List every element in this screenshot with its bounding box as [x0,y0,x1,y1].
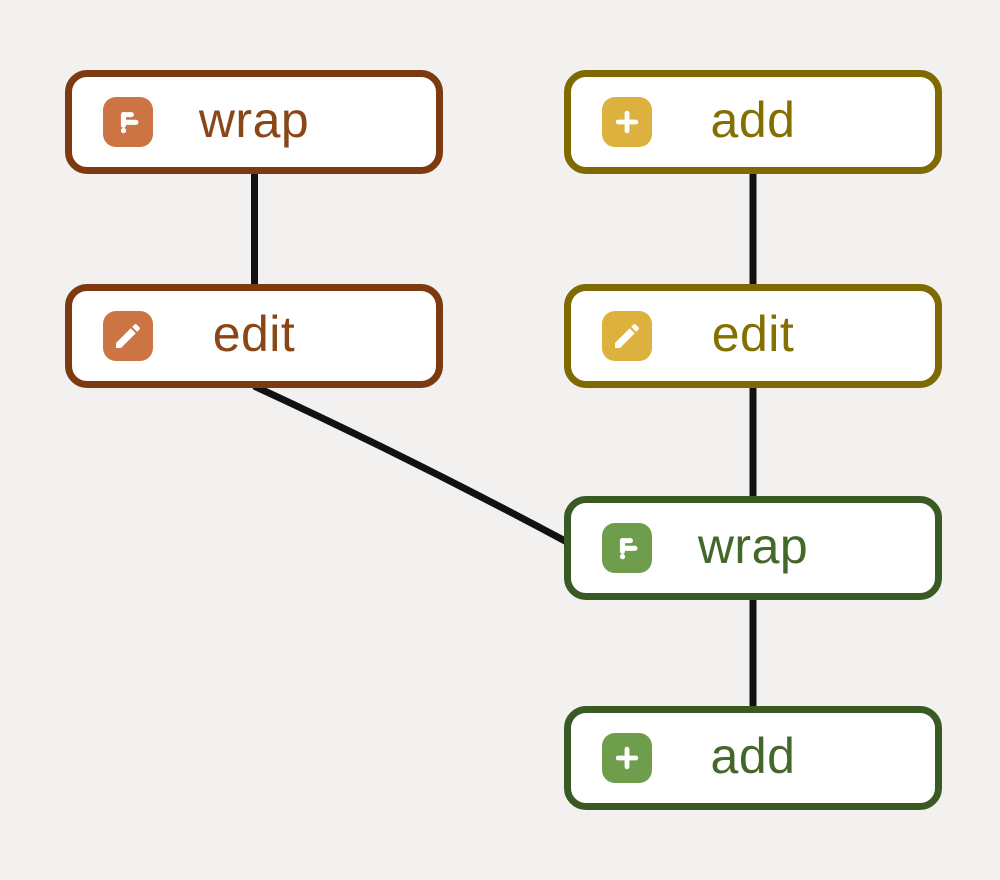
node-label: add [710,728,796,784]
pencil-icon [602,311,652,361]
node-label: add [710,92,796,148]
node-label: wrap [697,518,809,574]
node-label: edit [212,306,296,362]
wrap-icon [602,523,652,573]
node-wrap-1[interactable]: wrap [65,70,443,174]
edge-edit-1-to-wrap-2 [252,382,569,546]
node-edit-1[interactable]: edit [65,284,443,388]
plus-icon [602,97,652,147]
wrap-icon [103,97,153,147]
pencil-icon [103,311,153,361]
node-wrap-2[interactable]: wrap [564,496,942,600]
node-add-1[interactable]: add [564,70,942,174]
node-label: wrap [198,92,310,148]
node-edit-2[interactable]: edit [564,284,942,388]
plus-icon [602,733,652,783]
node-label: edit [711,306,795,362]
node-add-2[interactable]: add [564,706,942,810]
